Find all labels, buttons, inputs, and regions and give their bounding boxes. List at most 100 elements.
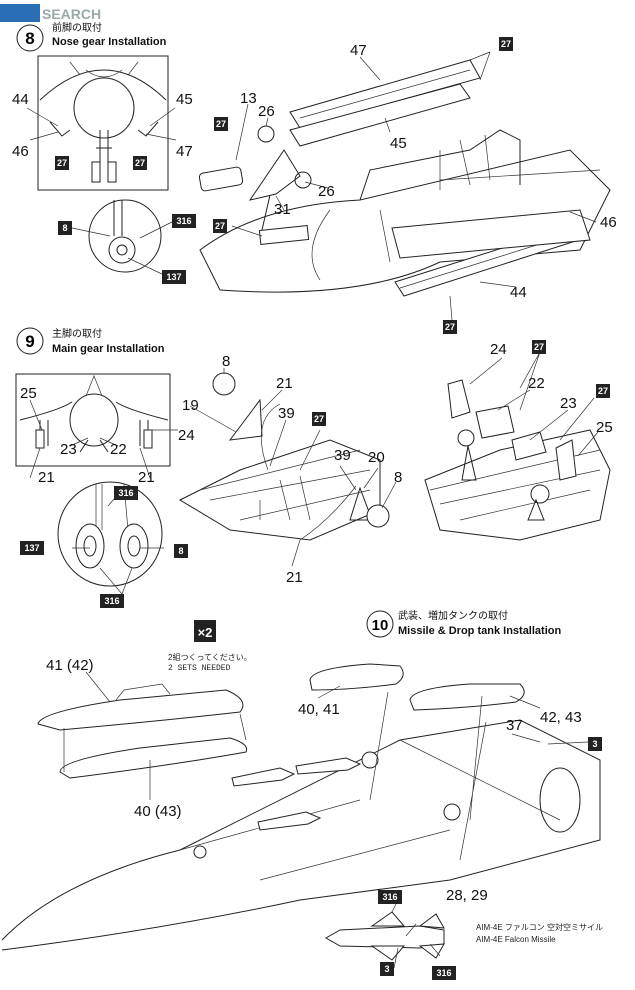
svg-text:27: 27 xyxy=(534,342,544,352)
label-28-29: 28, 29 xyxy=(446,887,488,904)
drop-tank-lower xyxy=(409,683,525,711)
door-25 xyxy=(555,439,577,481)
main-gear-bay-drawing-right xyxy=(424,379,611,541)
label-25: 25 xyxy=(20,385,37,402)
missile-1 xyxy=(231,767,296,787)
svg-text:27: 27 xyxy=(57,158,67,168)
label-46: 46 xyxy=(600,214,617,231)
step-9-badge xyxy=(16,327,44,355)
x2-badge: ×2 2組つくってください。 2 SETS NEEDED xyxy=(168,620,252,673)
svg-text:316: 316 xyxy=(382,892,397,902)
label-3-box: 3 xyxy=(380,962,394,976)
step-8-title-en: Nose gear Installation xyxy=(52,36,167,48)
svg-text:27: 27 xyxy=(501,39,511,49)
label-46: 46 xyxy=(12,143,29,160)
label-45: 45 xyxy=(390,135,407,152)
falcon-caption-jp: AIM-4E ファルコン 空対空ミサイル xyxy=(476,922,603,932)
label-27-box: 27 xyxy=(214,117,228,131)
svg-text:8: 8 xyxy=(178,546,183,556)
label-31: 31 xyxy=(274,201,291,218)
nose-wheel-detail xyxy=(88,199,162,273)
label-316-box: 316 xyxy=(100,594,124,608)
watermark: SEARCH xyxy=(0,4,101,22)
label-27-box: 27 xyxy=(213,219,227,233)
svg-text:27: 27 xyxy=(215,221,225,231)
label-44: 44 xyxy=(510,284,527,301)
x2-note-en: 2 SETS NEEDED xyxy=(168,664,231,673)
svg-text:27: 27 xyxy=(216,119,226,129)
nose-fuselage-drawing xyxy=(198,59,611,297)
step-10-title-jp: 武装、増加タンクの取付 xyxy=(398,609,508,622)
label-47: 47 xyxy=(350,42,367,59)
inset-frame xyxy=(37,55,169,191)
svg-text:8: 8 xyxy=(62,223,67,233)
label-137-box: 137 xyxy=(162,270,186,284)
svg-text:3: 3 xyxy=(592,739,597,749)
part-13-window xyxy=(198,166,244,192)
x2-box xyxy=(194,620,216,642)
svg-text:27: 27 xyxy=(598,386,608,396)
label-21: 21 xyxy=(38,469,55,486)
label-316-box: 316 xyxy=(432,966,456,980)
label-44: 44 xyxy=(12,91,29,108)
label-316-box: 316 xyxy=(114,486,138,500)
svg-text:137: 137 xyxy=(24,543,39,553)
label-13: 13 xyxy=(240,90,257,107)
label-8-box: 8 xyxy=(174,544,188,558)
main-gear-front-view-inset xyxy=(15,373,171,467)
svg-text:27: 27 xyxy=(445,322,455,332)
step-10-number: 10 xyxy=(372,617,389,634)
label-39: 39 xyxy=(334,447,351,464)
label-27-box: 27 xyxy=(532,340,546,354)
step-9-title-jp: 主脚の取付 xyxy=(52,327,102,340)
svg-text:316: 316 xyxy=(176,216,191,226)
step-10-header: 10 武装、増加タンクの取付 Missile & Drop tank Insta… xyxy=(366,609,561,638)
falcon-caption-en: AIM-4E Falcon Missile xyxy=(476,935,556,944)
label-27-box: 27 xyxy=(133,156,147,170)
step-8-number: 8 xyxy=(25,29,34,48)
label-42-43: 42, 43 xyxy=(540,709,582,726)
step-8-badge xyxy=(16,24,44,52)
label-27-box: 27 xyxy=(55,156,69,170)
svg-text:137: 137 xyxy=(166,272,181,282)
label-24: 24 xyxy=(178,427,195,444)
nose-front-view-inset xyxy=(37,55,169,191)
label-23: 23 xyxy=(560,395,577,412)
drop-tank-assembly-drawing xyxy=(37,683,248,779)
svg-text:3: 3 xyxy=(384,964,389,974)
label-27-box: 27 xyxy=(312,412,326,426)
watermark-text: SEARCH xyxy=(42,6,101,22)
step-8-title-jp: 前脚の取付 xyxy=(52,21,102,34)
label-20: 20 xyxy=(368,449,385,466)
step-9-title-en: Main gear Installation xyxy=(52,343,165,355)
label-26: 26 xyxy=(318,183,335,200)
label-8: 8 xyxy=(394,469,402,486)
label-25: 25 xyxy=(596,419,613,436)
label-316-box: 316 xyxy=(378,890,402,904)
drop-tank-upper xyxy=(309,663,404,691)
main-gear-bay-drawing-left xyxy=(178,372,390,541)
svg-text:316: 316 xyxy=(118,488,133,498)
label-24: 24 xyxy=(490,341,507,358)
svg-text:27: 27 xyxy=(314,414,324,424)
label-40-41: 40, 41 xyxy=(298,701,340,718)
missile-2 xyxy=(295,757,362,775)
label-22: 22 xyxy=(528,375,545,392)
main-wheel-detail xyxy=(57,481,163,587)
step-9-header: 9 主脚の取付 Main gear Installation xyxy=(16,327,165,355)
label-21: 21 xyxy=(286,569,303,586)
door-22 xyxy=(475,405,515,439)
x2-note-jp: 2組つくってください。 xyxy=(168,652,252,662)
aircraft-stores-drawing xyxy=(1,663,601,951)
wheel-26-a xyxy=(257,125,275,143)
label-137-box: 137 xyxy=(20,541,44,555)
x2-label: ×2 xyxy=(198,625,213,640)
inset-frame xyxy=(15,373,171,467)
step-8-header: 8 前脚の取付 Nose gear Installation xyxy=(16,21,167,52)
step-9-number: 9 xyxy=(25,332,34,351)
missile-3 xyxy=(257,811,322,831)
label-27-box: 27 xyxy=(499,37,513,51)
svg-text:316: 316 xyxy=(104,596,119,606)
svg-text:316: 316 xyxy=(436,968,451,978)
